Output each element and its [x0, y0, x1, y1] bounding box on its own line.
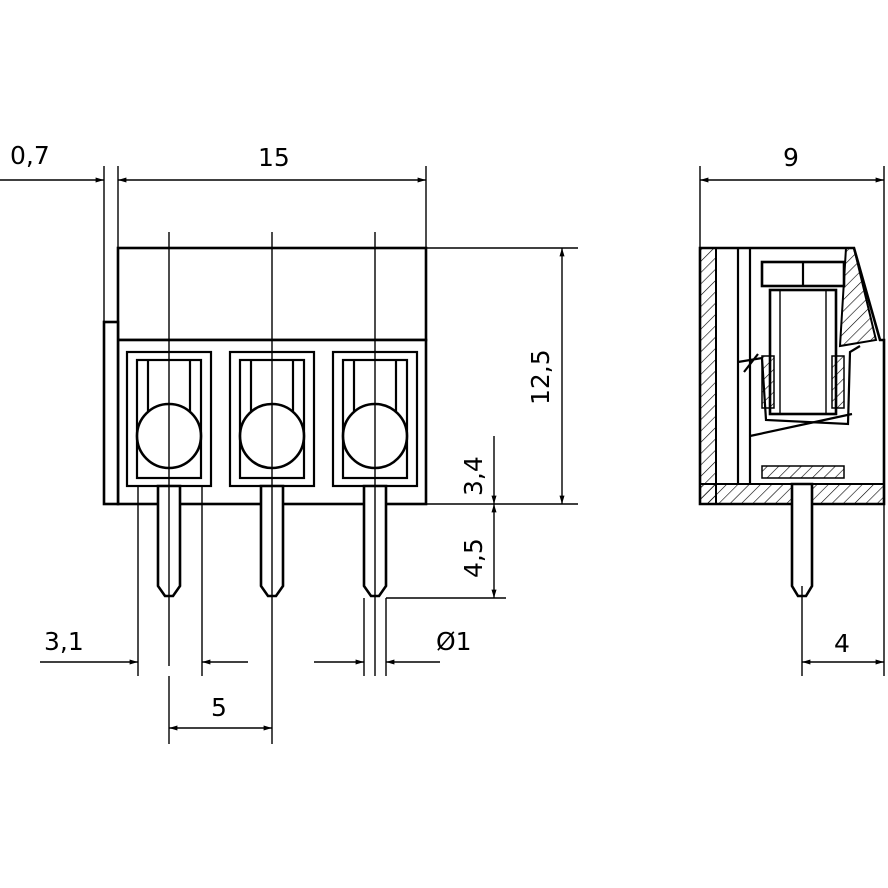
front-dimensions: 0,7 15 12,5 3,4 4,5 3,1 Ø1 5: [0, 141, 578, 744]
dim-9: 9: [783, 143, 799, 172]
dim-4: 4: [834, 629, 850, 658]
side-view: [698, 246, 886, 676]
dim-3-1: 3,1: [44, 627, 84, 656]
terminal-3: [331, 232, 419, 488]
dim-4-5: 4,5: [459, 538, 488, 578]
dim-0-7: 0,7: [10, 141, 50, 170]
terminal-2: [228, 232, 316, 488]
pins: [156, 484, 388, 744]
side-dimensions: 9 4: [699, 143, 885, 676]
dim-15: 15: [258, 143, 290, 172]
front-view: [102, 232, 428, 744]
dim-3-4: 3,4: [459, 456, 488, 496]
terminal-1: [125, 232, 213, 488]
front-left-flange: [102, 320, 120, 506]
dim-phi-1: Ø1: [436, 627, 472, 656]
dim-5: 5: [211, 693, 227, 722]
dim-12-5: 12,5: [526, 349, 555, 405]
